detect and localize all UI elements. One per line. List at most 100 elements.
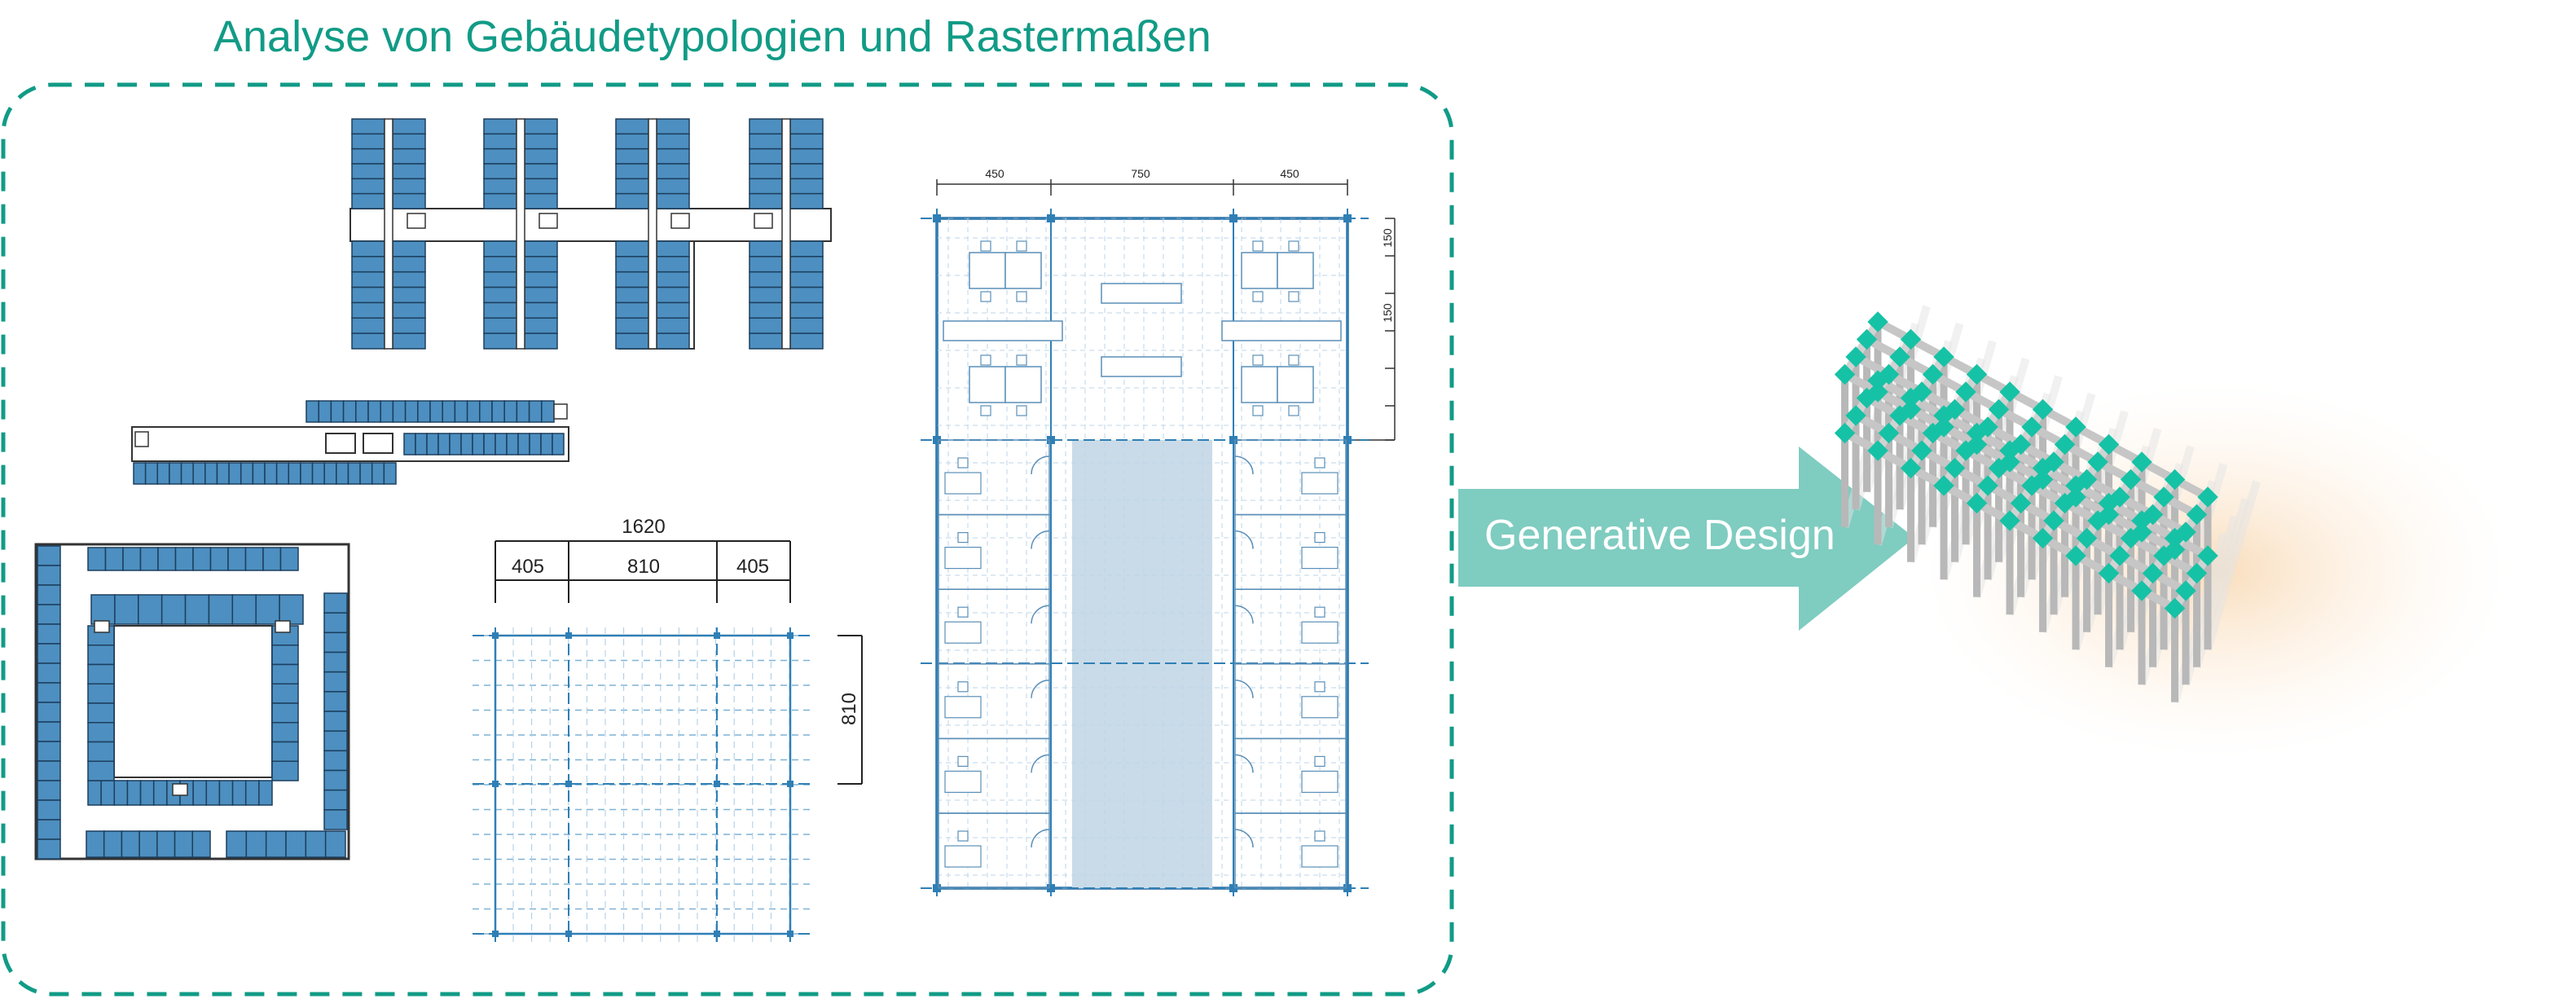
room-cell [749, 163, 783, 180]
desk [1301, 546, 1339, 570]
room-cell [347, 462, 361, 485]
room-cell [367, 400, 381, 423]
diagram-title: Analyse von Gebäudetypologien und Raster… [213, 12, 1211, 61]
room-cell [323, 671, 348, 693]
chair [980, 354, 991, 366]
desk [1301, 696, 1339, 719]
room-cell [264, 462, 278, 485]
room-cell [87, 780, 102, 806]
3d-frame-structure [1834, 305, 2261, 704]
room-cell [37, 838, 61, 860]
room-cell [114, 594, 139, 625]
chair [1314, 606, 1325, 618]
room-cell [37, 604, 61, 625]
room-cell [87, 645, 115, 666]
door-swing [1031, 530, 1050, 549]
room-cell [351, 240, 385, 257]
room-cell [437, 433, 451, 455]
room-cell [37, 760, 61, 781]
room-cell [133, 462, 147, 485]
chair [1288, 405, 1299, 416]
room-cell [323, 632, 348, 654]
column-node [1047, 214, 1055, 222]
room-cell [323, 612, 348, 634]
door-swing [1031, 455, 1050, 475]
room-cell [789, 256, 824, 273]
room-cell [351, 163, 385, 180]
column-node [565, 781, 572, 787]
room-cell [152, 780, 168, 806]
room-cell [392, 332, 426, 350]
room-cell [749, 317, 783, 334]
room-cell [262, 547, 282, 571]
room-cell [323, 750, 348, 772]
stair-core [553, 403, 568, 420]
door-swing [1234, 829, 1254, 848]
stair-core [134, 431, 149, 447]
desk [1241, 366, 1278, 403]
door-swing [1031, 754, 1050, 773]
chair [1288, 291, 1299, 302]
room-cell [144, 462, 159, 485]
room-cell [37, 819, 61, 840]
room-cell [656, 240, 690, 257]
room-cell [789, 317, 824, 334]
room-cell [749, 118, 783, 135]
room-cell [351, 271, 385, 288]
column-node [714, 931, 720, 937]
room-cell [37, 721, 61, 742]
room-cell [789, 118, 824, 135]
room-cell [371, 462, 385, 485]
column-node [787, 632, 793, 639]
room-cell [460, 433, 473, 455]
room-cell [218, 780, 234, 806]
column-node [1047, 884, 1055, 892]
room-cell [122, 547, 142, 571]
room-cell [615, 301, 649, 319]
room-cell [87, 760, 115, 781]
stair-core [275, 620, 291, 633]
room-cell [311, 462, 325, 485]
room-cell [351, 133, 385, 150]
room-cell [208, 594, 234, 625]
dim-height-label: 810 [838, 693, 860, 725]
room-cell [86, 830, 105, 858]
room-cell [749, 332, 783, 350]
room-cell [483, 147, 517, 165]
room-cell [279, 547, 299, 571]
room-cell [156, 830, 176, 858]
room-cell [749, 286, 783, 304]
door-swing [1031, 680, 1050, 698]
room-cell [37, 545, 61, 566]
room-cell [483, 240, 517, 257]
room-cell [392, 240, 426, 257]
room-cell [483, 133, 517, 150]
chair [1314, 681, 1325, 693]
room-cell [656, 163, 690, 180]
room-cell [483, 192, 517, 209]
room-cell [323, 809, 348, 830]
chair [1016, 291, 1027, 302]
room-cell [656, 301, 690, 319]
column-node [933, 884, 941, 892]
room-cell [191, 830, 211, 858]
room-cell [506, 433, 519, 455]
desk [944, 621, 982, 644]
room-cell [789, 271, 824, 288]
room-cell [426, 433, 439, 455]
room-cell [483, 118, 517, 135]
room-cell [516, 400, 530, 423]
desk [1301, 845, 1339, 868]
room-cell [184, 594, 210, 625]
room-cell [541, 400, 555, 423]
room-cell [139, 780, 155, 806]
chair [1314, 531, 1325, 544]
room-cell [495, 433, 508, 455]
room-cell [323, 711, 348, 732]
desk [944, 696, 982, 719]
room-cell [323, 592, 348, 614]
room-cell [454, 400, 468, 423]
room-cell [351, 301, 385, 319]
chair [980, 240, 991, 252]
room-cell [245, 830, 267, 858]
